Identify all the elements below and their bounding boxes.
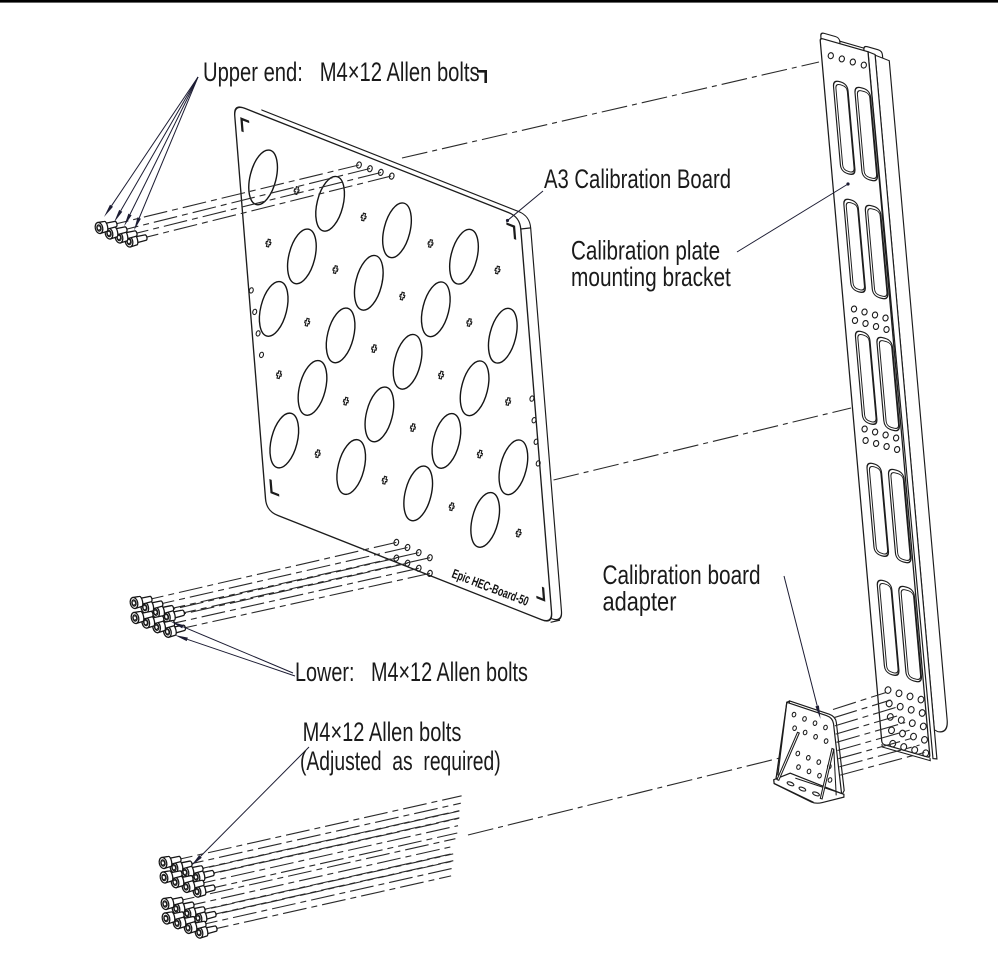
svg-text:Upper end: M4×12 Allen bolts: Upper end: M4×12 Allen bolts [203,57,480,88]
svg-text:(Adjusted as required): (Adjusted as required) [300,746,501,776]
svg-text:M4×12 Allen bolts: M4×12 Allen bolts [303,717,462,748]
svg-text:A3 Calibration Board: A3 Calibration Board [544,164,731,195]
svg-text:adapter: adapter [603,587,677,617]
svg-text:Calibration plate: Calibration plate [571,236,720,266]
svg-text:mounting bracket: mounting bracket [571,262,731,292]
svg-text:Calibration board: Calibration board [603,560,761,590]
svg-text:Lower: M4×12 Allen bolts: Lower: M4×12 Allen bolts [295,658,528,688]
